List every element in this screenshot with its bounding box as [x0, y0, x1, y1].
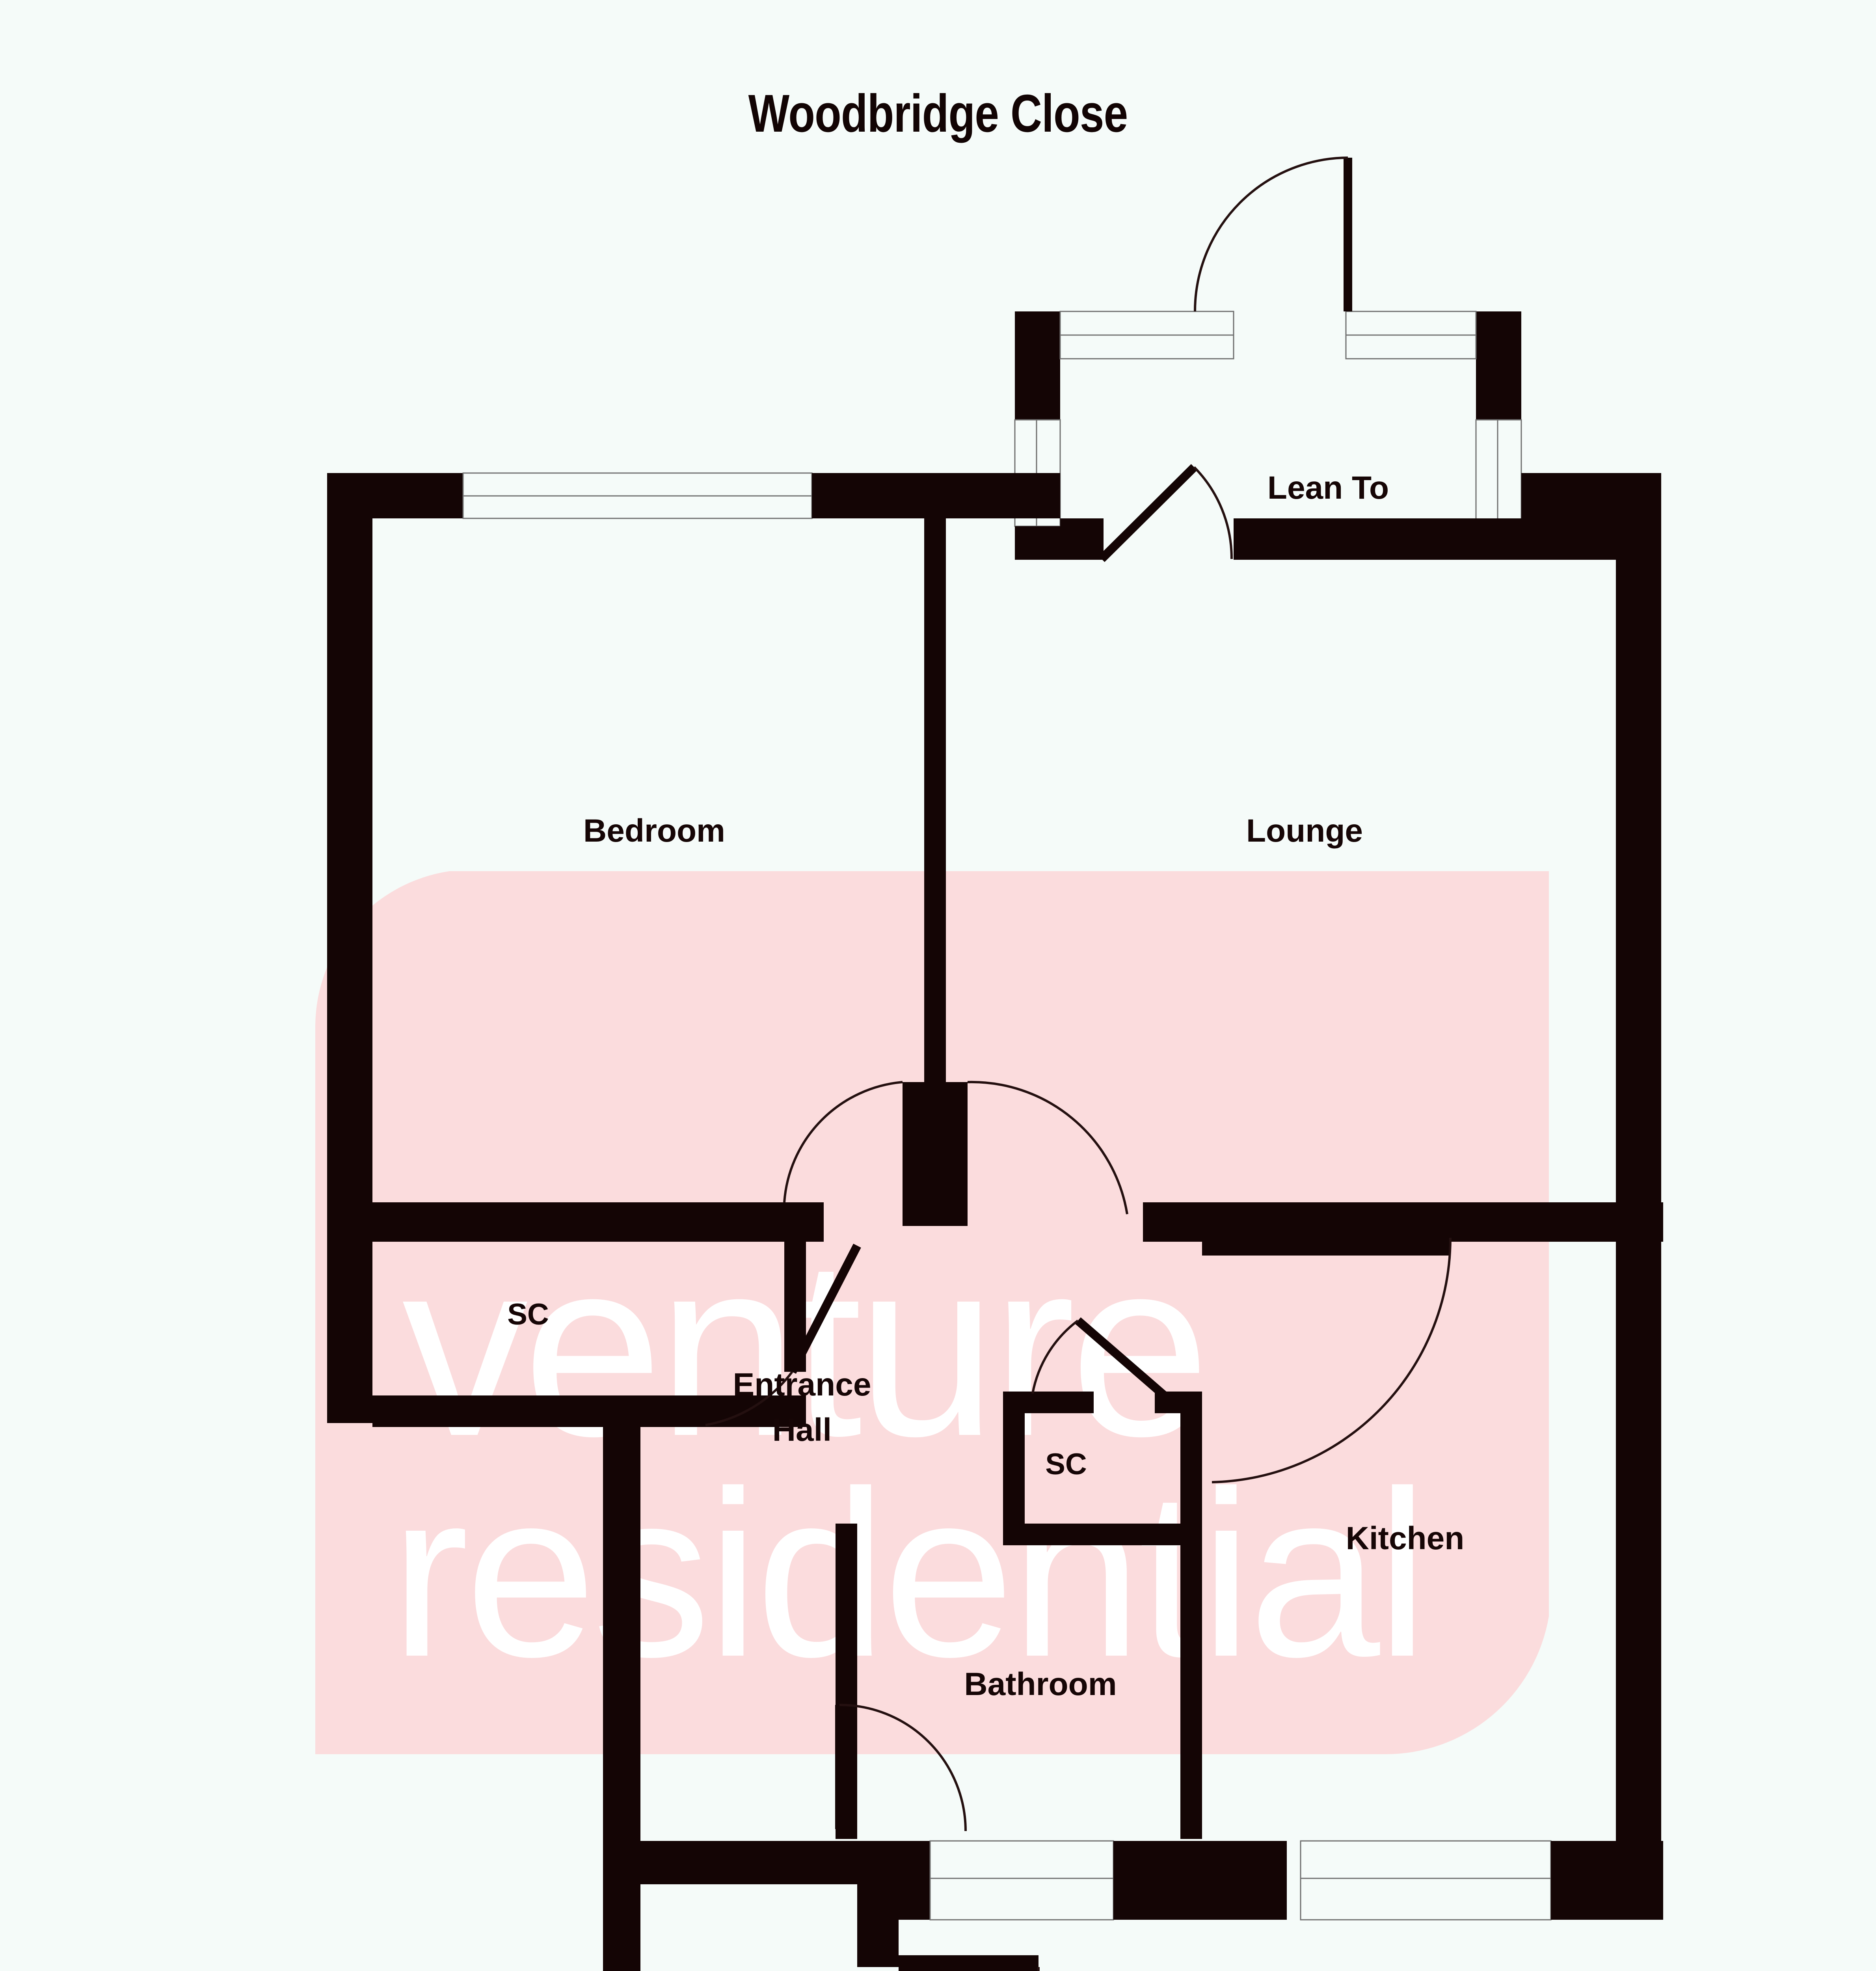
room-label-entrance-hall-line2: Hall	[772, 1412, 832, 1448]
lean-to-door-bottom	[1098, 464, 1233, 562]
watermark-line-2: residential	[390, 1442, 1425, 1706]
wall-bottom-seg-2	[1113, 1841, 1287, 1920]
wall-bedroom-bottom	[327, 1202, 784, 1242]
door-bathroom	[835, 1704, 967, 1831]
door-sc-left	[705, 1243, 861, 1426]
room-lean-to: Lean To	[1014, 156, 1522, 562]
room-label-bedroom: Bedroom	[583, 813, 725, 849]
wall-bottom-with-windows	[640, 1840, 1663, 1921]
wall-porch-left	[603, 1841, 640, 1971]
lean-to-wall-top-left	[1015, 311, 1060, 416]
door-sc-mid	[1031, 1317, 1170, 1401]
wall-top-lounge-jamb-left	[1060, 518, 1104, 560]
wall-bedroom-lounge-divider-lower	[924, 1159, 946, 1226]
room-label-lean-to: Lean To	[1267, 470, 1389, 506]
room-label-kitchen: Kitchen	[1346, 1520, 1465, 1556]
lean-to-wall-top-right	[1476, 311, 1521, 416]
kitchen-window-bottom	[1300, 1840, 1552, 1921]
wall-bottom-seg-3	[1551, 1841, 1663, 1920]
room-label-lounge: Lounge	[1246, 813, 1363, 849]
wall-left-bedroom	[327, 473, 372, 1214]
door-bedroom-to-hall	[783, 1081, 903, 1203]
wall-hall-corner-left	[372, 1395, 420, 1427]
room-sc-mid: SC	[1003, 1317, 1202, 1545]
door-jamb-lounge	[946, 1082, 968, 1226]
room-label-entrance-hall-line1: Entrance	[733, 1367, 871, 1403]
wall-bottom-seg-1	[857, 1841, 930, 1920]
door-kitchen	[1202, 1237, 1452, 1483]
room-label-sc-left: SC	[507, 1298, 549, 1331]
wall-hall-opening-jamb-left	[784, 1202, 824, 1242]
main-outer-walls	[327, 472, 1663, 1841]
room-porch: Porch	[603, 1841, 1040, 1971]
wall-bottom-porch-link	[640, 1841, 857, 1884]
wall-right-outer	[1616, 473, 1661, 1841]
wall-lounge-bottom	[1143, 1202, 1663, 1242]
door-porch-entrance	[899, 1955, 1040, 1971]
room-label-entrance-hall: Entrance Hall	[733, 1367, 871, 1448]
door-jamb-bedroom	[903, 1082, 924, 1226]
room-sc-left: SC	[327, 1202, 861, 1427]
wall-bathroom-kitchen-divider	[1180, 1524, 1202, 1839]
wall-sc-mid-top-left	[1003, 1392, 1094, 1413]
wall-porch-right-top	[857, 1920, 899, 1967]
room-bathroom: Bathroom	[835, 1524, 1202, 1839]
room-label-sc-mid: SC	[1045, 1448, 1087, 1481]
wall-bedroom-lounge-divider	[924, 473, 946, 1159]
lean-to-door-top	[1194, 156, 1352, 312]
wall-sc-mid-bottom	[1003, 1524, 1202, 1545]
wall-top-lounge-right	[1234, 518, 1521, 560]
wall-left-hall	[327, 1202, 372, 1423]
wall-sc-mid-right	[1180, 1392, 1202, 1545]
lean-to-window-top-left	[1059, 311, 1234, 360]
bedroom-window-top	[462, 472, 813, 519]
wall-sc-mid-left	[1003, 1392, 1025, 1545]
bathroom-window-bottom	[929, 1840, 1114, 1921]
lean-to-window-top-right	[1345, 311, 1477, 360]
wall-sc-left-bottom	[418, 1395, 806, 1427]
page-title: Woodbridge Close	[748, 84, 1128, 143]
door-lounge-to-hall	[967, 1081, 1128, 1215]
room-label-bathroom: Bathroom	[964, 1666, 1117, 1702]
room-label-porch: Porch	[685, 1970, 777, 1971]
